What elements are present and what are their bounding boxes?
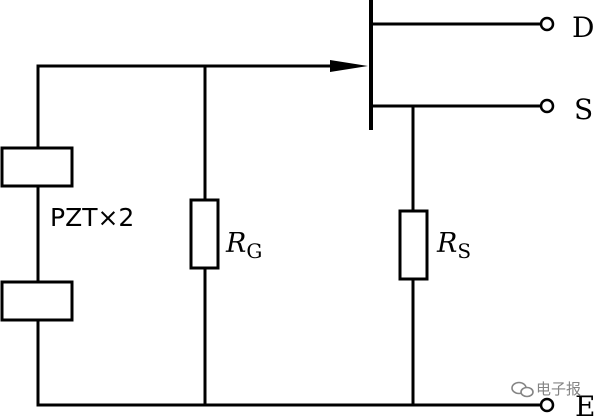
rs-label-sub: S (457, 239, 471, 263)
rg-label-main: R (225, 228, 246, 259)
wechat-icon (511, 381, 534, 398)
rg-label-sub: G (246, 239, 262, 263)
rg-resistor (189, 198, 220, 270)
piezo-label: PZT×2 (50, 203, 134, 232)
earth-label: E (575, 390, 595, 417)
rs-label-main: R (436, 228, 457, 259)
drain-terminal (539, 16, 555, 32)
drain-label: D (572, 11, 594, 44)
rs-resistor (398, 209, 429, 281)
source-terminal (539, 98, 555, 114)
rs-label: RS (436, 228, 471, 263)
wire-top-left (36, 64, 207, 137)
rg-label: RG (225, 228, 262, 263)
watermark-text: 电子报 (536, 380, 581, 398)
piezo-element-top (0, 146, 74, 188)
piezo-element-bottom (0, 280, 74, 322)
watermark: 电子报 (511, 380, 581, 398)
earth-terminal (539, 397, 555, 413)
gate-arrow (330, 60, 368, 72)
source-label: S (574, 93, 593, 126)
